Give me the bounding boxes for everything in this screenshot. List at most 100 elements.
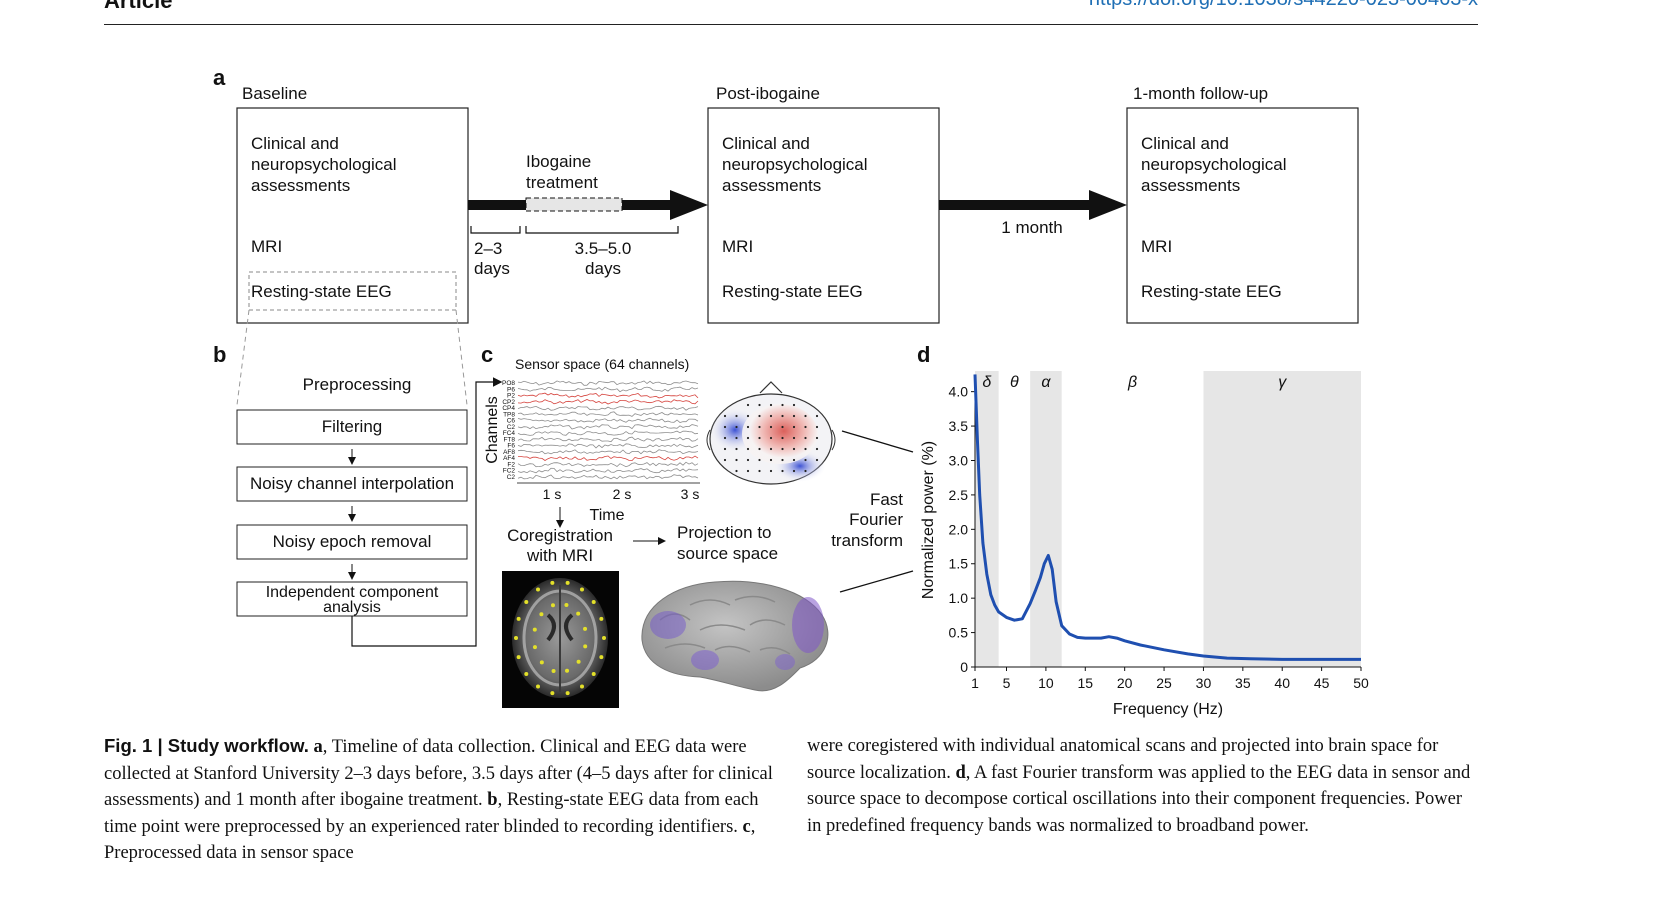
projection-line-2: source space <box>677 544 778 563</box>
electrode-dot <box>591 671 596 676</box>
fft-line-1: Fast <box>870 490 903 509</box>
mri-axial-image <box>502 571 619 708</box>
post-line-2: neuropsychological <box>722 155 868 174</box>
caption-label-b: b <box>487 790 498 810</box>
sensor-dot <box>804 414 807 418</box>
eeg-channel-label: FC2 <box>503 468 516 475</box>
time-tick-1: 1 s <box>543 486 562 502</box>
electrode-dot <box>591 600 596 605</box>
zoom-line-right <box>455 309 468 406</box>
caption-text-c-cont: were coregistered with individual anatom… <box>807 736 1439 783</box>
followup-box <box>1126 107 1359 324</box>
topo-to-fft-line <box>841 430 914 453</box>
step-filtering-box <box>236 409 468 445</box>
electrode-dot <box>551 668 556 673</box>
sensor-dot <box>758 403 761 407</box>
timeline-bar-3 <box>939 200 1091 210</box>
sensor-dot <box>735 414 738 418</box>
treatment-line-2: treatment <box>526 173 598 192</box>
step-epoch: Noisy epoch removal <box>273 532 432 551</box>
sensor-dot <box>792 447 796 451</box>
sensor-dot <box>723 458 727 462</box>
band-label: γ <box>1278 374 1287 391</box>
x-tick-label: 20 <box>1117 675 1133 691</box>
followup-line-3: assessments <box>1141 176 1240 195</box>
eeg-trace <box>518 455 699 462</box>
baseline-title: Baseline <box>242 84 307 103</box>
zoom-line-left <box>236 309 250 406</box>
sensor-dot <box>746 469 750 473</box>
electrode-dot <box>583 644 588 649</box>
panel-label-c: c <box>481 342 493 367</box>
sensor-dot <box>804 447 807 451</box>
sensor-dot <box>758 469 761 473</box>
time-tick-3: 3 s <box>681 486 700 502</box>
sensor-dot <box>735 447 738 451</box>
eeg-channel-label: F2 <box>507 461 515 468</box>
brain-source-surface <box>641 580 829 692</box>
channels-ylabel: Channels <box>484 396 501 464</box>
eeg-trace <box>517 474 699 480</box>
timeline-arrowhead-2 <box>1089 190 1127 220</box>
sensor-dot <box>781 458 784 462</box>
scalp-topography <box>706 381 836 485</box>
eeg-channel-label: CP2 <box>502 399 515 406</box>
sensor-dot <box>815 458 819 462</box>
caption-text-b: , Resting-state EEG data from each time … <box>104 790 759 837</box>
span1-line-1: 2–3 <box>474 239 502 258</box>
sensor-dot <box>735 469 738 473</box>
header-journal-section: Article <box>104 0 173 13</box>
sensor-dot <box>769 403 773 407</box>
electrode-dot <box>516 655 521 660</box>
sensor-dot <box>792 458 796 462</box>
sensor-dot <box>804 436 807 440</box>
x-tick-label: 50 <box>1353 675 1369 691</box>
brain-to-fft-line <box>839 570 914 593</box>
sensor-dot <box>746 447 750 451</box>
eeg-channel-label: P2 <box>507 393 515 400</box>
timeline-arrowhead-1 <box>670 190 708 220</box>
sensor-dot <box>746 414 750 418</box>
eeg-channel-label: C2 <box>507 474 516 481</box>
eeg-trace <box>517 392 699 399</box>
electrode-dot <box>536 684 540 689</box>
electrode-dot <box>516 616 521 621</box>
caption-label-d: d <box>955 762 966 783</box>
sensor-dot <box>723 414 727 418</box>
electrode-dot <box>565 668 570 673</box>
sensor-dot <box>792 469 796 473</box>
electrode-dot <box>539 612 544 617</box>
eeg-trace <box>517 399 699 405</box>
sensor-dot <box>746 403 750 407</box>
preprocessing-title: Preprocessing <box>303 375 412 394</box>
eeg-channel-label: F6 <box>507 443 515 450</box>
post-eeg: Resting-state EEG <box>722 282 863 301</box>
sensor-title: Sensor space (64 channels) <box>515 356 689 372</box>
panel-label-a: a <box>213 65 226 90</box>
eeg-channel-label: C2 <box>507 424 516 431</box>
y-tick-label: 1.5 <box>949 556 969 572</box>
time-xlabel: Time <box>590 507 625 524</box>
electrode-dot <box>580 587 584 592</box>
sensor-dot <box>769 436 773 440</box>
month-label: 1 month <box>1001 218 1062 237</box>
sensor-dot <box>804 458 807 462</box>
electrode-dot <box>539 660 544 665</box>
y-tick-label: 0.5 <box>949 625 969 641</box>
y-tick-label: 4.0 <box>949 384 969 400</box>
electrode-dot <box>599 616 604 621</box>
electrode-dot <box>580 684 584 689</box>
header-doi-link[interactable]: https://doi.org/10.1038/s44220-023-00463… <box>1089 0 1478 11</box>
sensor-dot <box>792 403 796 407</box>
sensor-dot <box>758 436 761 440</box>
spectrum-series <box>973 374 1361 661</box>
sensor-dot <box>758 458 761 462</box>
followup-line-1: Clinical and <box>1141 134 1229 153</box>
sensor-dot <box>781 403 784 407</box>
caption-text-a: , Timeline of data collection. Clinical … <box>104 737 773 810</box>
x-tick-label: 40 <box>1274 675 1290 691</box>
span2-line-2: days <box>585 259 621 278</box>
followup-line-2: neuropsychological <box>1141 155 1287 174</box>
sensor-dot <box>781 425 784 429</box>
sensor-dot <box>792 436 796 440</box>
